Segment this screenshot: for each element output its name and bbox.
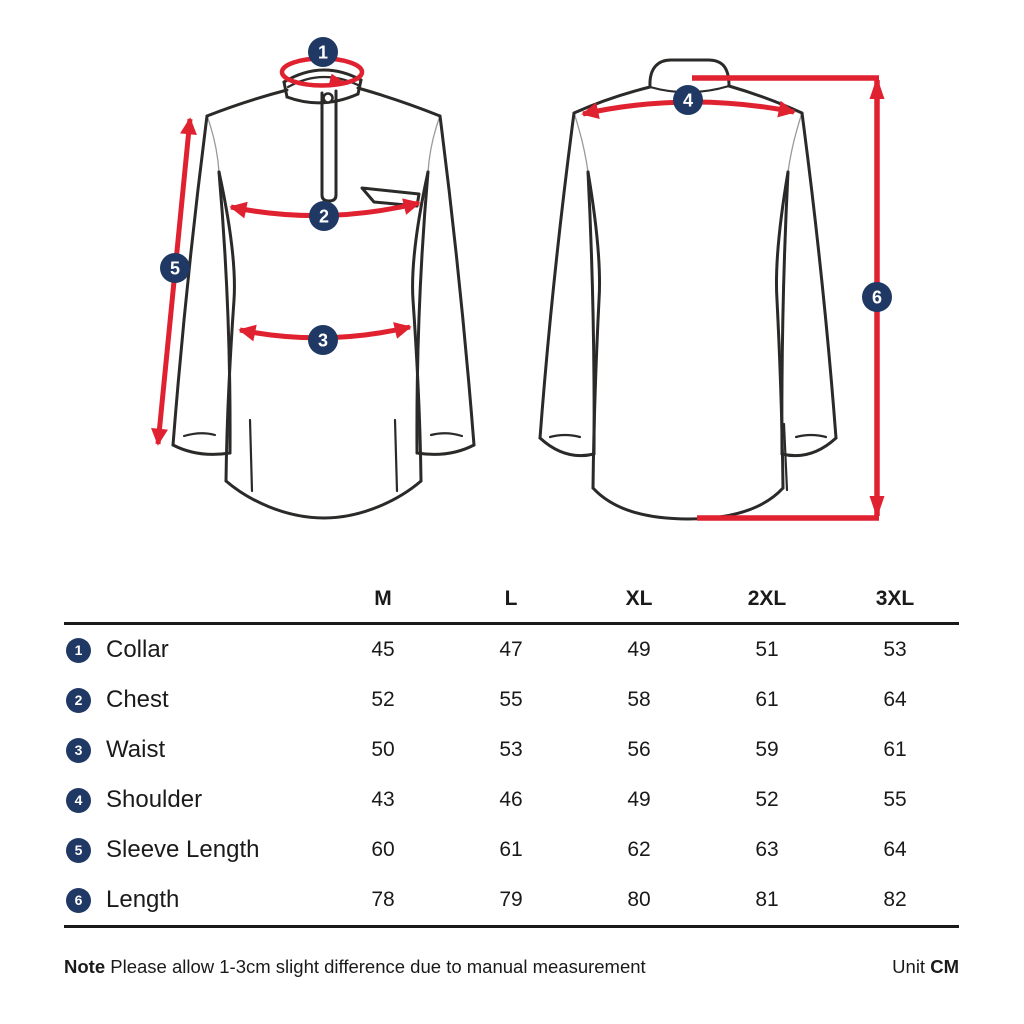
- marker-5-circle: [160, 253, 190, 283]
- value-cell: 49: [627, 788, 651, 811]
- value-cell: 82: [883, 888, 907, 911]
- row-label: Sleeve Length: [106, 836, 260, 863]
- table-top-rule: [64, 622, 959, 625]
- value-cell: 52: [371, 688, 395, 711]
- value-cell: 55: [883, 788, 907, 811]
- value-cell: 53: [499, 738, 523, 761]
- value-cell: 81: [755, 888, 779, 911]
- marker-5-number: 5: [170, 259, 180, 279]
- row-number-badge: 5: [66, 837, 91, 863]
- unit-indicator: Unit CM: [892, 956, 959, 978]
- size-column-header: M: [374, 587, 392, 610]
- value-cell: 64: [883, 838, 907, 861]
- table-row-collar: 1 Collar 45 47 49 51 53: [64, 625, 959, 675]
- row-number-badge: 1: [66, 637, 91, 663]
- value-cell: 51: [755, 638, 779, 661]
- measurement-note: Note Please allow 1-3cm slight differenc…: [64, 956, 646, 978]
- value-cell: 50: [371, 738, 395, 761]
- note-label: Note: [64, 956, 106, 977]
- size-column-header: L: [504, 587, 518, 610]
- table-row-length: 6 Length 78 79 80 81 82: [64, 875, 959, 925]
- shirt-measurement-diagram: 1 2 3 5: [151, 37, 892, 521]
- row-number-badge: 4: [66, 787, 91, 813]
- value-cell: 45: [371, 638, 395, 661]
- marker-2-number: 2: [319, 207, 329, 227]
- value-cell: 63: [755, 838, 779, 861]
- value-cell: 61: [499, 838, 523, 861]
- value-cell: 78: [371, 888, 395, 911]
- front-measure-annotations: 1 2 3 5: [151, 37, 421, 446]
- row-number-badge: 3: [66, 737, 91, 763]
- value-cell: 80: [627, 888, 651, 911]
- shirt-back-drawing: [538, 58, 838, 521]
- shirt-front-drawing: [171, 68, 476, 520]
- table-row-shoulder: 4 Shoulder 43 46 49 52 55: [64, 775, 959, 825]
- size-column-header: 3XL: [875, 587, 915, 610]
- collar-button: [322, 92, 334, 104]
- table-row-waist: 3 Waist 50 53 56 59 61: [64, 725, 959, 775]
- value-cell: 56: [627, 738, 651, 761]
- collar-measure-arrowhead: [328, 73, 349, 87]
- unit-label: Unit: [892, 956, 926, 977]
- marker-6-number: 6: [872, 288, 882, 308]
- marker-1-number: 1: [318, 43, 328, 63]
- value-cell: 53: [883, 638, 907, 661]
- footer-note: Note Please allow 1-3cm slight differenc…: [64, 956, 959, 978]
- row-label: Waist: [106, 736, 166, 763]
- row-label: Collar: [106, 636, 169, 663]
- value-cell: 55: [499, 688, 523, 711]
- value-cell: 64: [883, 688, 907, 711]
- row-label: Chest: [106, 686, 169, 713]
- value-cell: 58: [627, 688, 651, 711]
- size-table: M L XL 2XL 3XL 1 Collar 45 47 49 51 53 2…: [64, 576, 959, 978]
- marker-4-circle: [673, 85, 703, 115]
- size-column-header: 2XL: [747, 587, 787, 610]
- value-cell: 61: [755, 688, 779, 711]
- marker-6-circle: [862, 282, 892, 312]
- marker-3-circle: [308, 325, 338, 355]
- value-cell: 62: [627, 838, 651, 861]
- value-cell: 60: [371, 838, 395, 861]
- marker-2-circle: [309, 201, 339, 231]
- size-table-header: M L XL 2XL 3XL: [64, 576, 959, 622]
- marker-4-number: 4: [683, 91, 693, 111]
- value-cell: 46: [499, 788, 523, 811]
- value-cell: 47: [499, 638, 523, 661]
- size-column-header: XL: [625, 587, 653, 610]
- value-cell: 43: [371, 788, 395, 811]
- value-cell: 79: [499, 888, 523, 911]
- table-row-chest: 2 Chest 52 55 58 61 64: [64, 675, 959, 725]
- unit-value: CM: [930, 956, 959, 977]
- table-bottom-rule: [64, 925, 959, 928]
- value-cell: 49: [627, 638, 651, 661]
- value-cell: 61: [883, 738, 907, 761]
- note-text: Please allow 1-3cm slight difference due…: [110, 956, 646, 977]
- value-cell: 52: [755, 788, 779, 811]
- marker-1-circle: [308, 37, 338, 67]
- row-label: Shoulder: [106, 786, 203, 813]
- row-number-badge: 6: [66, 887, 91, 913]
- marker-3-number: 3: [318, 331, 328, 351]
- row-number-badge: 2: [66, 687, 91, 713]
- length-arrowhead-down: [869, 496, 885, 518]
- length-arrowhead-up: [869, 77, 885, 99]
- table-row-sleeve-length: 5 Sleeve Length 60 61 62 63 64: [64, 825, 959, 875]
- row-label: Length: [106, 886, 180, 913]
- value-cell: 59: [755, 738, 779, 761]
- back-measure-annotations: 4 6: [581, 75, 892, 521]
